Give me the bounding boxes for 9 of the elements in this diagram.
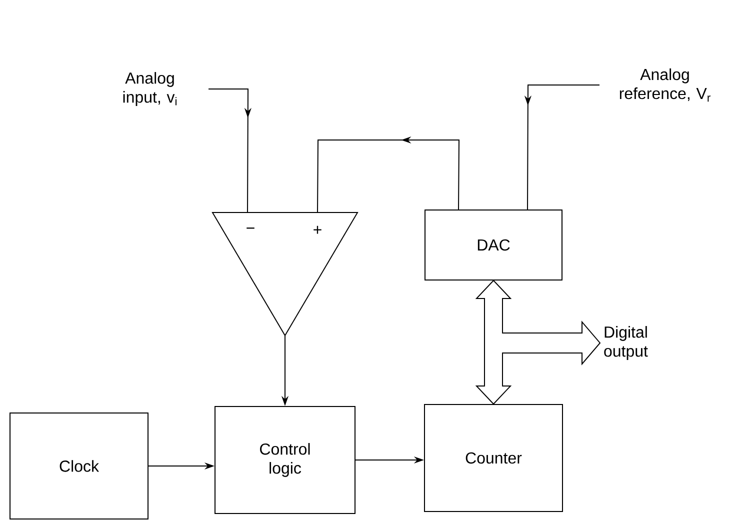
dac-box: DAC (424, 210, 562, 280)
input-label: Analog input, v$_{i}$ (123, 72, 176, 106)
control-logic-box: Control logic (214, 406, 356, 514)
bus-arrow (502, 320, 601, 366)
clock-box: Clock (10, 412, 148, 520)
arrow (208, 88, 252, 213)
counter-box: Counter (424, 404, 563, 512)
output-label: Digital output (604, 326, 648, 360)
reference-label: Analog reference, V$_{r}$ (620, 68, 710, 102)
